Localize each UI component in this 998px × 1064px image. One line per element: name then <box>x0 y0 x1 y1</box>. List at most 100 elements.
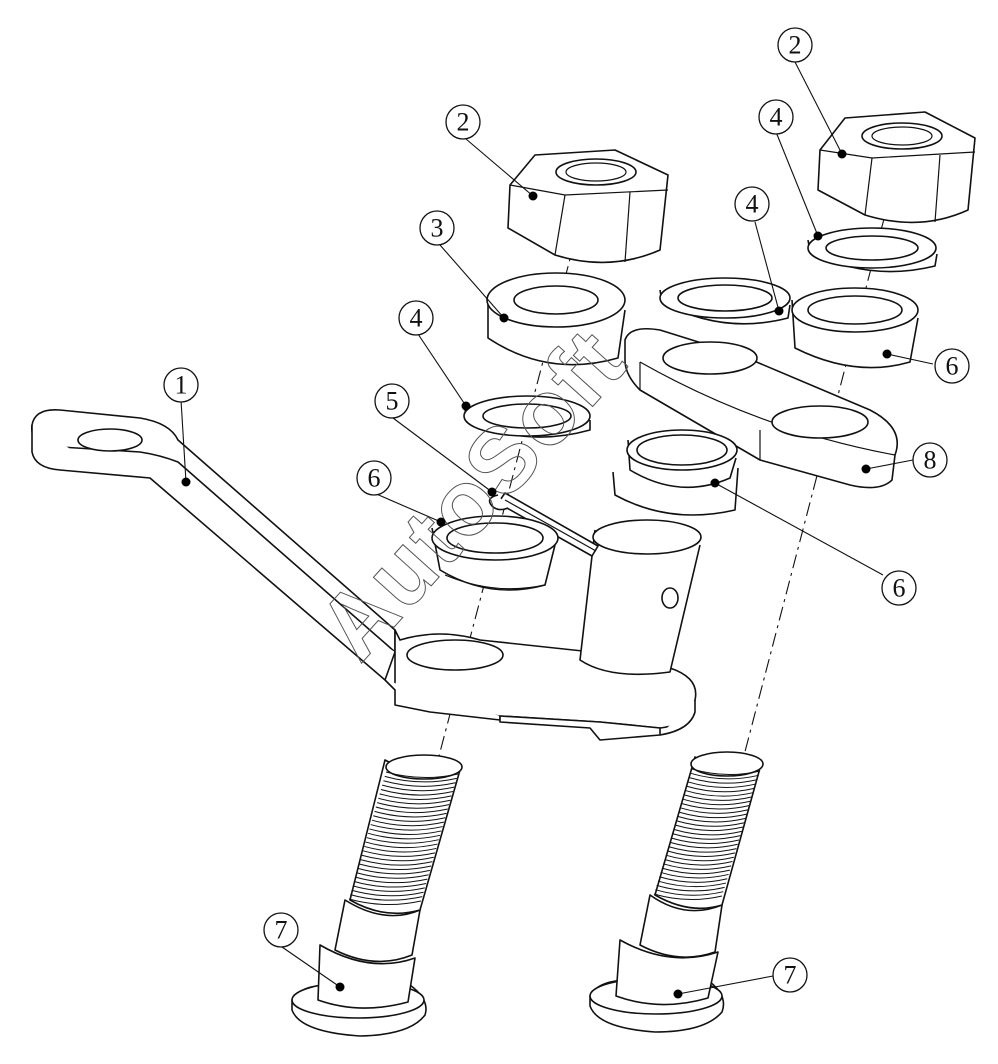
thread-line <box>382 784 455 792</box>
thread-line <box>661 867 730 875</box>
thread-line <box>351 889 424 897</box>
callout-1: 1 <box>163 367 199 403</box>
leader-lines <box>180 61 934 995</box>
thread-line <box>653 893 723 901</box>
thread-line <box>371 819 445 827</box>
callout-6a-label: 6 <box>368 464 381 493</box>
thread-line <box>655 889 724 896</box>
callout-4c: 4 <box>734 186 770 222</box>
thread-line <box>362 850 436 857</box>
thread-line <box>370 824 443 831</box>
thread-line <box>689 777 758 784</box>
washer-left <box>463 395 591 438</box>
thread-line <box>383 780 456 787</box>
thread-line <box>668 846 737 853</box>
thread-line <box>366 837 439 844</box>
callout-7a: 7 <box>263 912 299 948</box>
thread-line <box>660 871 729 879</box>
thread-line <box>353 881 427 888</box>
thread-line <box>379 793 452 800</box>
pin-boss <box>579 519 702 676</box>
thread-line <box>364 845 437 853</box>
bolt-left <box>291 754 463 1037</box>
callout-4a-label: 4 <box>410 304 423 333</box>
callout-7b: 7 <box>772 957 808 993</box>
callout-6c: 6 <box>881 570 917 606</box>
thread-line <box>657 880 727 888</box>
thread-line <box>674 824 744 832</box>
thread-line <box>355 876 428 884</box>
callout-2a: 2 <box>445 104 481 140</box>
callout-2a-label: 2 <box>457 108 470 137</box>
thread-line <box>672 833 741 840</box>
thread-line <box>666 850 736 857</box>
callout-5: 5 <box>374 383 410 419</box>
washer-right-a <box>659 277 791 325</box>
thread-line <box>373 815 446 822</box>
thread-line <box>348 898 422 906</box>
thread-line <box>356 872 429 879</box>
callout-4b-label: 4 <box>770 103 783 132</box>
steering-arm-plate <box>30 408 697 741</box>
thread-line <box>385 771 459 779</box>
thread-line <box>686 785 755 793</box>
thread-line <box>365 841 438 849</box>
thread-line <box>670 837 740 845</box>
thread-line <box>665 854 734 862</box>
thread-line <box>678 811 748 819</box>
callout-6b: 6 <box>934 348 970 384</box>
thread-line <box>368 832 441 840</box>
hex-nut-left <box>507 149 669 264</box>
callout-4c-label: 4 <box>746 190 759 219</box>
spacer-ring <box>486 272 626 366</box>
bolt-right <box>589 751 764 1033</box>
thread-line <box>676 820 745 827</box>
bushing-mid <box>612 429 739 516</box>
callout-6a: 6 <box>356 460 392 496</box>
callout-1-label: 1 <box>175 371 188 400</box>
callout-4a: 4 <box>398 300 434 336</box>
thread-line <box>357 867 431 875</box>
callout-2b-label: 2 <box>789 31 802 60</box>
thread-line <box>359 863 432 871</box>
washer-right-b <box>807 227 938 273</box>
callout-7a-label: 7 <box>275 916 288 945</box>
thread-line <box>682 798 751 806</box>
callout-8: 8 <box>912 442 948 478</box>
cotter-pin <box>488 492 599 557</box>
thread-line <box>677 815 746 823</box>
thread-line <box>374 810 447 818</box>
callout-7b-label: 7 <box>784 961 797 990</box>
link-plate <box>624 327 898 489</box>
callout-2b: 2 <box>777 27 813 63</box>
thread-line <box>659 876 728 883</box>
thread-line <box>384 775 457 783</box>
callout-6c-label: 6 <box>893 574 906 603</box>
bolt-threads <box>348 768 761 906</box>
thread-line <box>378 797 451 805</box>
thread-line <box>669 841 738 849</box>
thread-line <box>350 894 423 901</box>
leader-dots <box>181 149 892 999</box>
thread-line <box>380 789 454 796</box>
callout-6b-label: 6 <box>946 352 959 381</box>
thread-line <box>664 859 733 866</box>
callout-8-label: 8 <box>924 446 937 475</box>
thread-line <box>681 803 750 810</box>
callout-3: 3 <box>419 210 455 246</box>
thread-line <box>360 859 433 866</box>
callout-3-label: 3 <box>431 214 444 243</box>
bushing-right <box>791 287 919 369</box>
thread-line <box>656 884 725 892</box>
thread-line <box>683 794 753 801</box>
thread-line <box>369 828 442 835</box>
thread-line <box>687 781 757 788</box>
thread-line <box>352 885 425 892</box>
thread-line <box>375 806 448 814</box>
thread-line <box>691 768 761 776</box>
hex-nut-right <box>817 111 976 224</box>
thread-line <box>673 828 742 836</box>
thread-line <box>361 854 434 862</box>
